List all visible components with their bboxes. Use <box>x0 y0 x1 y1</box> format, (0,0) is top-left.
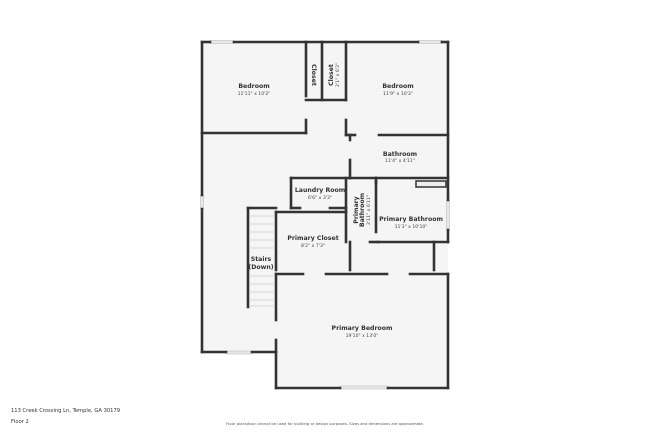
room-laundry: Laundry Room 6'6" x 3'3" <box>295 187 345 201</box>
svg-text:8'2" x 7'3": 8'2" x 7'3" <box>301 243 325 249</box>
svg-text:Primary: Primary <box>353 196 360 223</box>
svg-text:11'4" x 4'11": 11'4" x 4'11" <box>385 158 415 164</box>
window-primary-bath <box>446 199 450 231</box>
svg-text:19'10" x 13'0": 19'10" x 13'0" <box>346 333 379 339</box>
svg-text:6'6" x 3'3": 6'6" x 3'3" <box>308 195 332 201</box>
svg-text:Primary Bedroom: Primary Bedroom <box>332 325 393 332</box>
window-primary-bedroom <box>339 385 389 390</box>
svg-text:Laundry Room: Laundry Room <box>295 187 345 194</box>
room-primary-bathroom: Primary Bathroom 11'3" x 10'10" <box>379 216 443 230</box>
disclaimer-text: Floor plans/tour cannot be used for buil… <box>226 421 424 426</box>
room-bathroom: Bathroom 11'4" x 4'11" <box>383 151 417 164</box>
window-bedroom2-top <box>417 40 443 44</box>
floor-label: Floor 2 <box>11 419 29 425</box>
svg-text:Closet: Closet <box>310 64 317 86</box>
svg-text:Bathroom: Bathroom <box>359 193 366 227</box>
room-primary-closet: Primary Closet 8'2" x 7'3" <box>287 235 338 249</box>
room-closet-2: Closet 2'1" x 6'3" <box>328 63 341 87</box>
svg-text:Bedroom: Bedroom <box>382 83 413 90</box>
room-labels: Bedroom 11'11" x 10'2" Closet Closet 2'1… <box>238 63 443 339</box>
room-stairs: Stairs (Down) <box>248 256 273 271</box>
svg-text:11'3" x 10'10": 11'3" x 10'10" <box>395 224 428 230</box>
svg-text:Stairs: Stairs <box>251 256 272 263</box>
walls <box>200 40 450 390</box>
stairs-treads <box>249 215 275 307</box>
svg-text:2'1" x 6'3": 2'1" x 6'3" <box>335 63 341 87</box>
room-bedroom-2: Bedroom 11'9" x 10'3" <box>382 83 413 97</box>
window-bedroom1-top <box>209 40 235 44</box>
hatched-fixture <box>415 180 447 188</box>
room-primary-bathroom-small: Primary Bathroom 2'11" x 6'11" <box>353 193 372 227</box>
svg-text:Primary Closet: Primary Closet <box>287 235 338 242</box>
svg-text:Bathroom: Bathroom <box>383 151 417 158</box>
svg-text:11'11" x 10'2": 11'11" x 10'2" <box>238 91 271 97</box>
room-primary-bedroom: Primary Bedroom 19'10" x 13'0" <box>332 325 393 339</box>
room-bedroom-1: Bedroom 11'11" x 10'2" <box>238 83 271 97</box>
window-left-hall <box>200 194 204 210</box>
floor-area <box>202 42 448 388</box>
svg-text:11'9" x 10'3": 11'9" x 10'3" <box>383 91 413 97</box>
svg-text:Primary Bathroom: Primary Bathroom <box>379 216 443 223</box>
svg-text:2'11" x 6'11": 2'11" x 6'11" <box>366 195 372 225</box>
room-closet-1: Closet <box>310 64 317 86</box>
svg-text:Closet: Closet <box>328 64 335 86</box>
svg-text:Bedroom: Bedroom <box>238 83 269 90</box>
window-left-bottom <box>225 350 253 355</box>
svg-text:(Down): (Down) <box>248 264 273 271</box>
property-address: 113 Creek Crossing Ln, Temple, GA 30179 <box>11 408 121 414</box>
